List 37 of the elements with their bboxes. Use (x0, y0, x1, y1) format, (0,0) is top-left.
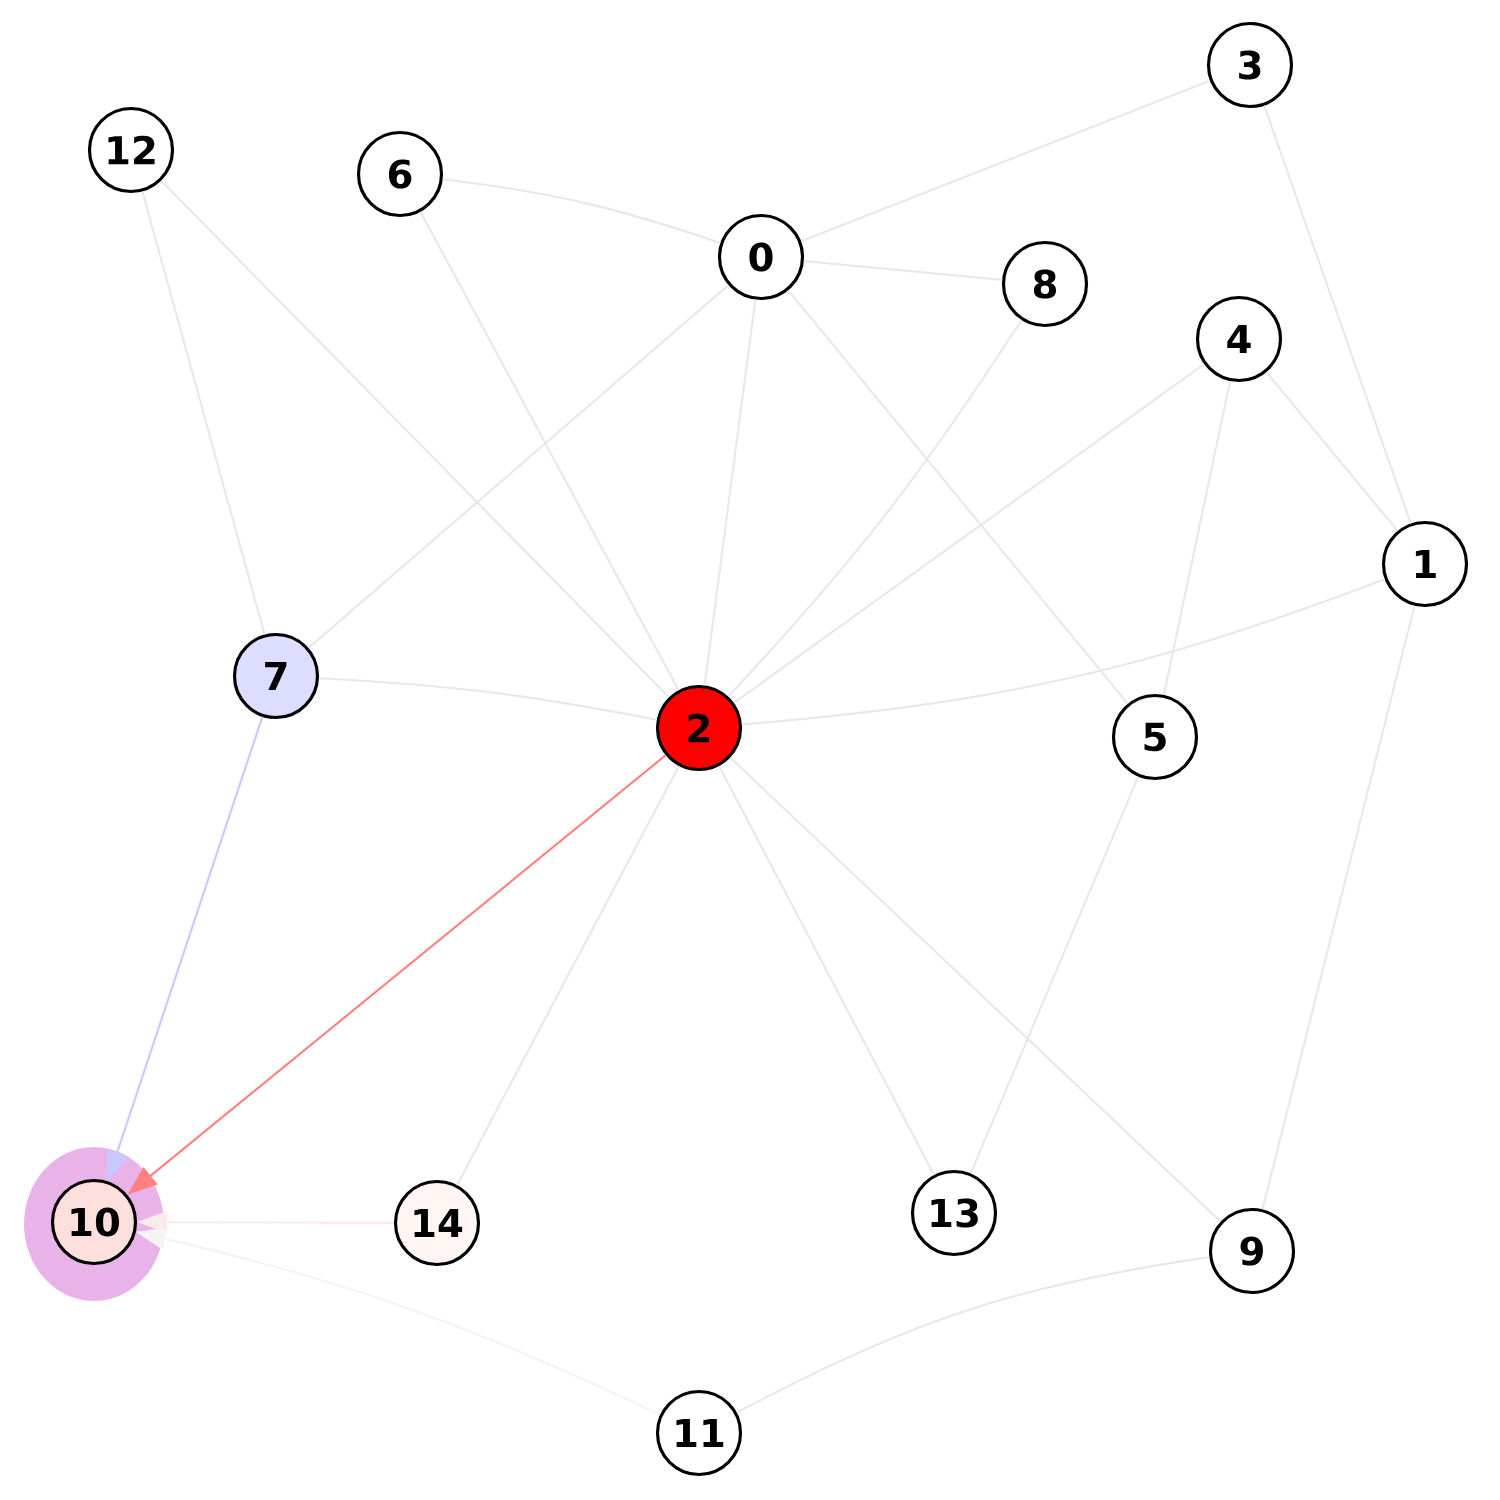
edge (741, 578, 1386, 726)
edge (160, 179, 670, 698)
graph-node: 12 (87, 106, 175, 194)
edge (803, 260, 1003, 281)
graph-node: 1 (1381, 520, 1469, 608)
graph-node: 10 (50, 1178, 138, 1266)
graph-node: 2 (655, 684, 743, 772)
graph-node: 9 (1208, 1207, 1296, 1295)
graph-node: 4 (1195, 295, 1283, 383)
graph-node: 14 (393, 1179, 481, 1267)
graph-node: 3 (1206, 21, 1294, 109)
graph-node: 8 (1001, 240, 1089, 328)
edge (703, 299, 757, 686)
edge (1162, 380, 1232, 696)
edge (1265, 371, 1399, 532)
edge (727, 319, 1023, 698)
edge (141, 191, 266, 635)
edge (787, 289, 1129, 705)
graph-node: 6 (356, 130, 444, 218)
edge (442, 178, 721, 244)
edge (729, 756, 1222, 1223)
graph-node: 11 (655, 1389, 743, 1477)
edge (736, 1256, 1210, 1414)
edge (419, 211, 680, 691)
edge (718, 765, 935, 1176)
edge (1263, 105, 1412, 524)
edge (969, 776, 1140, 1174)
edge (318, 677, 657, 721)
edge (307, 284, 730, 649)
graph-node: 7 (232, 632, 320, 720)
graph-node: 13 (910, 1169, 998, 1257)
edge (456, 765, 680, 1186)
graph-node: 0 (717, 213, 805, 301)
edge (800, 79, 1211, 243)
edge (733, 363, 1205, 704)
graph-node: 5 (1111, 693, 1199, 781)
edge (1261, 605, 1416, 1210)
